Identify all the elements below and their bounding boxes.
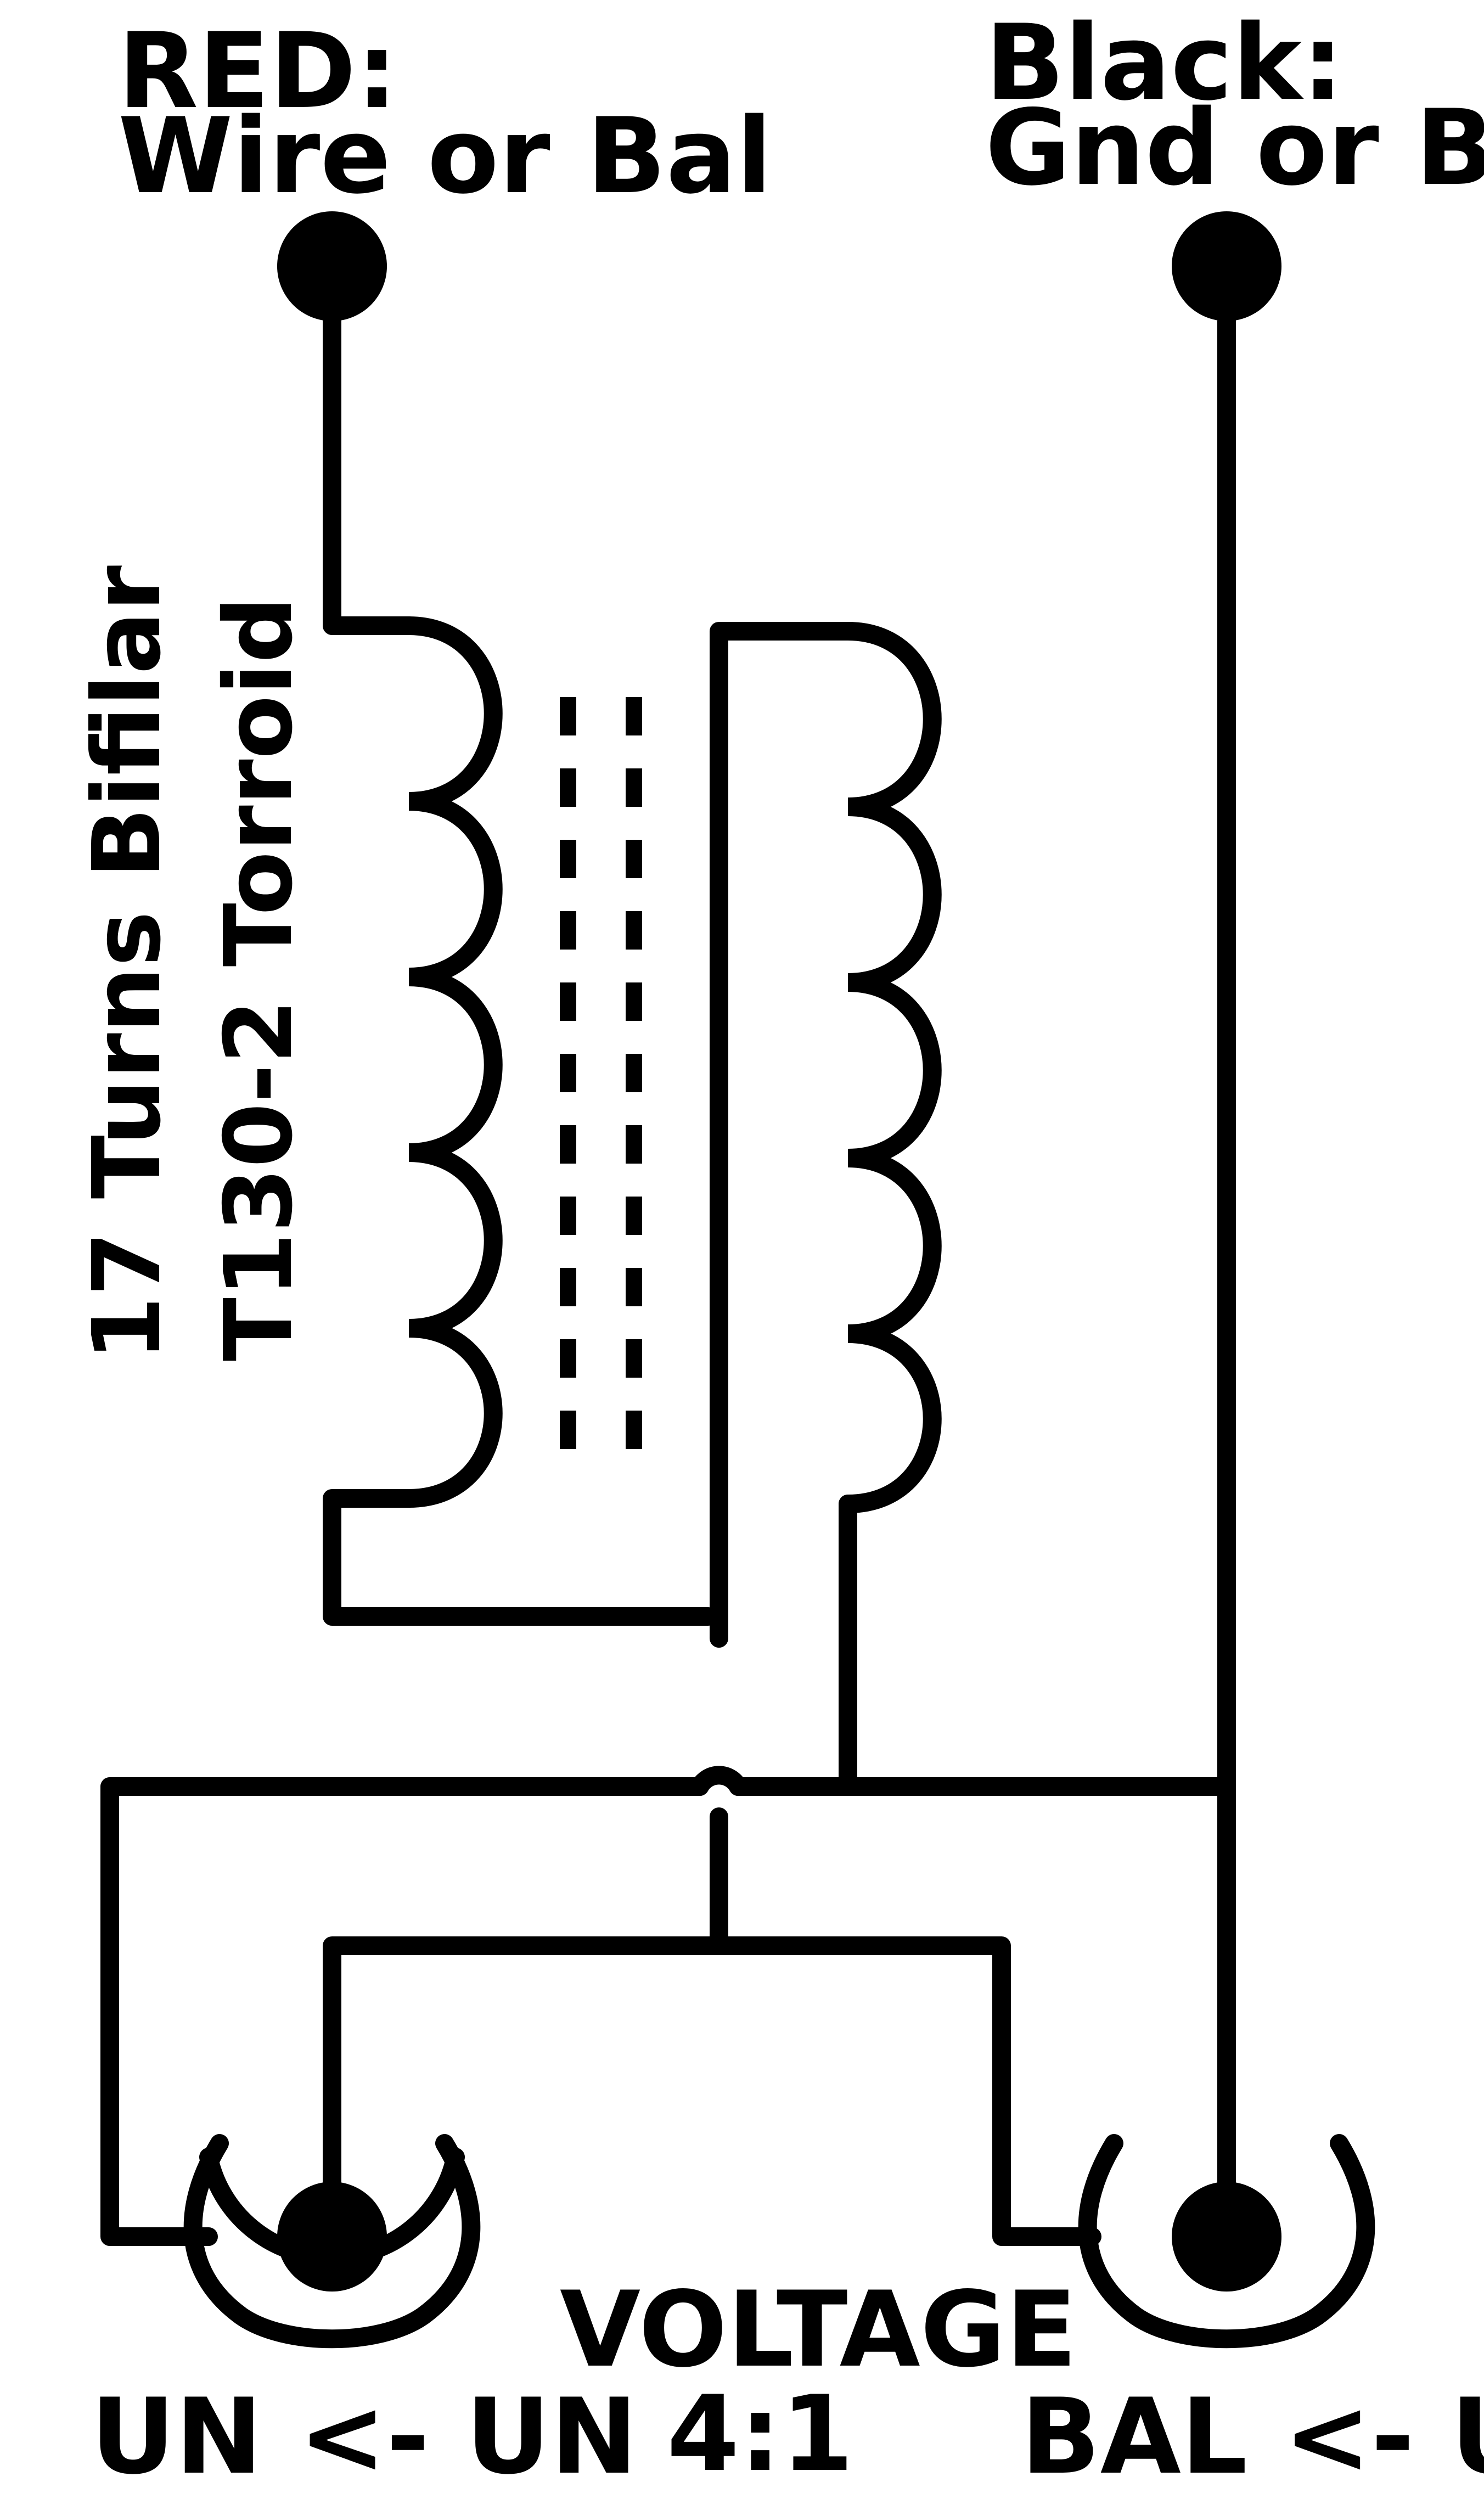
right-winding [710,622,942,1796]
core-label: T130-2 Torroid [205,597,313,1361]
red-terminal [277,211,387,321]
red-terminal-subtitle: Wire or Bal [118,96,772,217]
left-winding [323,312,717,1626]
black-terminal [1172,211,1281,321]
black-terminal-title: Black: [985,2,1344,123]
output-wiring [100,1777,1101,2246]
right-connector-label: BAL <- UN [1021,2376,1484,2497]
black-terminal-subtitle: Gnd or Bal [985,87,1484,209]
right-connector-pin [1172,2182,1281,2292]
torroid-core [560,697,642,1454]
turns-label: 17 Turns Bifilar [73,565,182,1361]
left-connector [183,2134,481,2349]
ratio-label: 4:1 [667,2373,853,2495]
left-connector-label: UN <- UN [91,2376,638,2497]
common-bus [100,312,1236,2199]
red-terminal-title: RED: [118,10,398,132]
right-connector [1078,2134,1375,2349]
left-connector-pin [277,2182,387,2292]
voltage-label: VOLTAGE [560,2269,1077,2390]
